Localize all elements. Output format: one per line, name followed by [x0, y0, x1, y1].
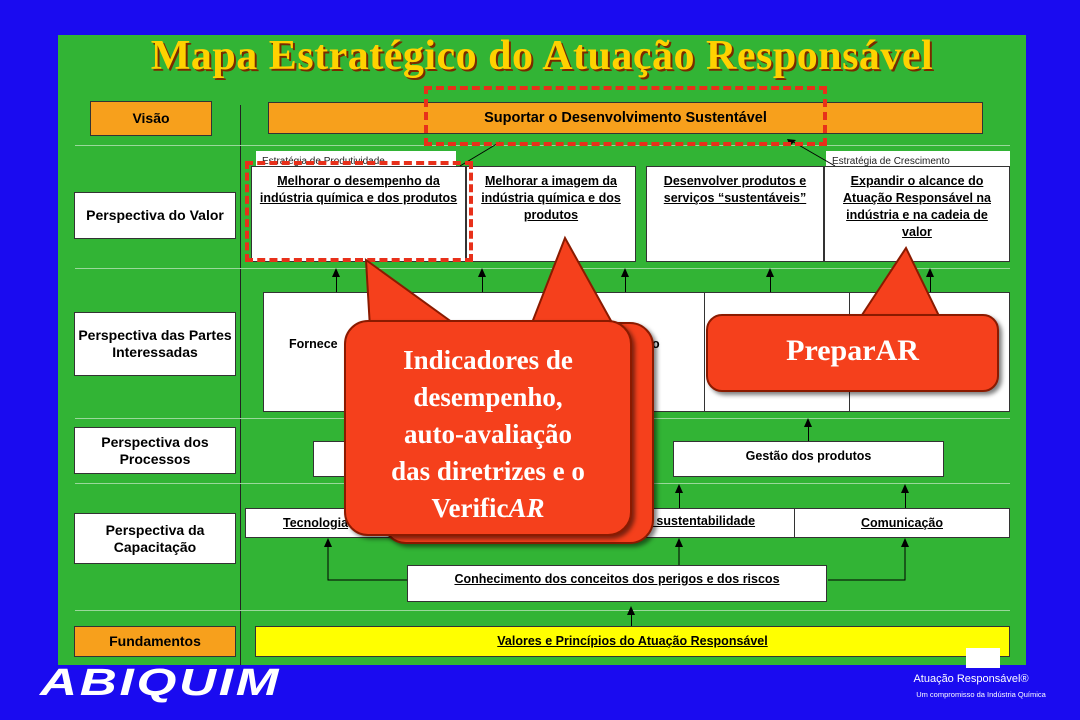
callout-line: VerificAR	[431, 493, 545, 523]
arrow-stem	[625, 274, 626, 293]
callout-indicadores: Indicadores de desempenho, auto-avaliaçã…	[344, 320, 632, 536]
arrow-up	[766, 268, 774, 277]
arrow-stem	[336, 274, 337, 293]
callout-line: Indicadores de	[403, 345, 573, 375]
arrow-up	[804, 418, 812, 427]
row-label-capacitacao: Perspectiva da Capacitação	[74, 513, 236, 564]
arrow-up	[332, 268, 340, 277]
foundation-box: Valores e Princípios do Atuação Responsá…	[255, 626, 1010, 657]
arrow-stem	[808, 424, 809, 441]
arrow-stem	[679, 490, 680, 508]
callout-line: das diretrizes e o	[391, 456, 585, 486]
arrow-stem	[482, 274, 483, 293]
callout-tail-preparar	[858, 245, 942, 319]
value-box-desempenho: Melhorar o desempenho da indústria quími…	[251, 166, 466, 262]
arrow-stem	[930, 274, 931, 293]
callout-line: auto-avaliação	[404, 419, 572, 449]
row-separator	[75, 610, 1010, 611]
arrow-up	[621, 268, 629, 277]
footer-brand: Atuação Responsável®	[913, 673, 1029, 685]
row-label-processos: Perspectiva dos Processos	[74, 427, 236, 474]
arrow-up	[675, 484, 683, 493]
value-box-produtos-sustentaveis: Desenvolver produtos e serviços “sustent…	[646, 166, 824, 262]
row-label-fundamentos: Fundamentos	[74, 626, 236, 657]
row-label-partes: Perspectiva das Partes Interessadas	[74, 312, 236, 376]
arrow-stem	[770, 274, 771, 293]
footer-tagline: Um compromisso da Indústria Química	[916, 690, 1046, 699]
highlight-desempenho-dashed	[245, 161, 473, 262]
row-separator	[75, 268, 1010, 269]
knowledge-box: Conhecimento dos conceitos dos perigos e…	[407, 565, 827, 602]
process-box-gestao-produtos: Gestão dos produtos	[673, 441, 944, 477]
value-box-expandir: Expandir o alcance do Atuação Responsáve…	[824, 166, 1010, 262]
arrow-up	[901, 484, 909, 493]
highlight-vision-dashed	[424, 86, 827, 146]
capacity-box-comunicacao: Comunicação	[794, 508, 1010, 538]
capacity-text-sustentabilidade: e sustentabilidade	[646, 514, 756, 528]
arrow-stem	[631, 612, 632, 626]
brand-icon	[966, 648, 1000, 668]
strategy-growth-label: Estratégia de Crescimento	[826, 151, 1010, 167]
row-label-valor: Perspectiva do Valor	[74, 192, 236, 239]
value-box-imagem: Melhorar a imagem da indústria química e…	[466, 166, 636, 262]
stakeholders-text-fornece: Fornece	[289, 337, 338, 351]
arrow-up	[627, 606, 635, 615]
arrow-stem	[905, 490, 906, 508]
vision-box: Suportar o Desenvolvimento Sustentável	[268, 102, 983, 134]
arrow-up	[926, 268, 934, 277]
arrow-up	[478, 268, 486, 277]
row-divider-vertical	[240, 105, 241, 665]
callout-preparar: PreparAR	[706, 314, 999, 392]
callout-line: desempenho,	[413, 382, 563, 412]
stakeholders-text-o: o	[652, 337, 660, 351]
page-title: Mapa Estratégico do Atuação Responsável	[150, 33, 934, 79]
knowledge-connector-lines	[324, 538, 909, 581]
abiquim-logo: ABIQUIM	[40, 662, 282, 704]
row-label-visao: Visão	[90, 101, 212, 136]
